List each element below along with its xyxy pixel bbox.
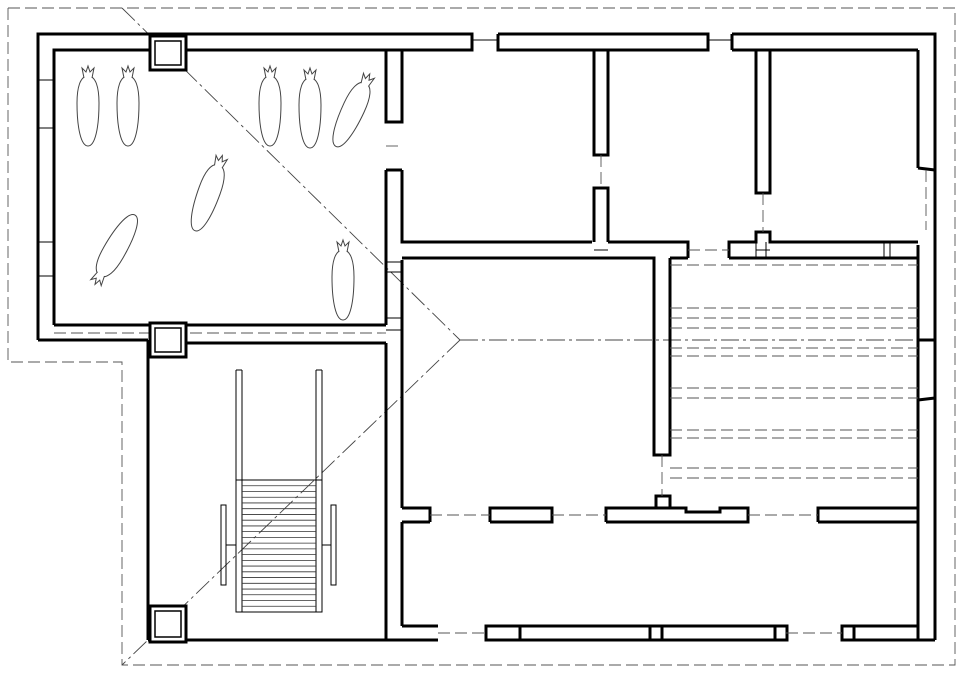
exterior-walls <box>36 32 937 642</box>
pig-icon <box>298 66 322 149</box>
pig-icon <box>89 214 138 288</box>
door-openings <box>386 39 927 634</box>
pig-icon <box>116 64 140 147</box>
pig-icon <box>258 64 282 147</box>
stair-treads <box>242 485 316 607</box>
interior-walls <box>384 50 936 642</box>
pig-icon <box>331 238 355 321</box>
pig-icon <box>332 71 376 148</box>
roof-outline <box>7 7 956 666</box>
column-top <box>148 34 188 72</box>
staircase <box>220 369 337 613</box>
pen-animals <box>76 64 376 321</box>
hall-roof-lines <box>54 264 918 479</box>
pig-icon <box>76 64 100 147</box>
pig-icon <box>190 153 229 232</box>
column-bottom <box>148 604 188 644</box>
column-middle <box>148 321 188 359</box>
